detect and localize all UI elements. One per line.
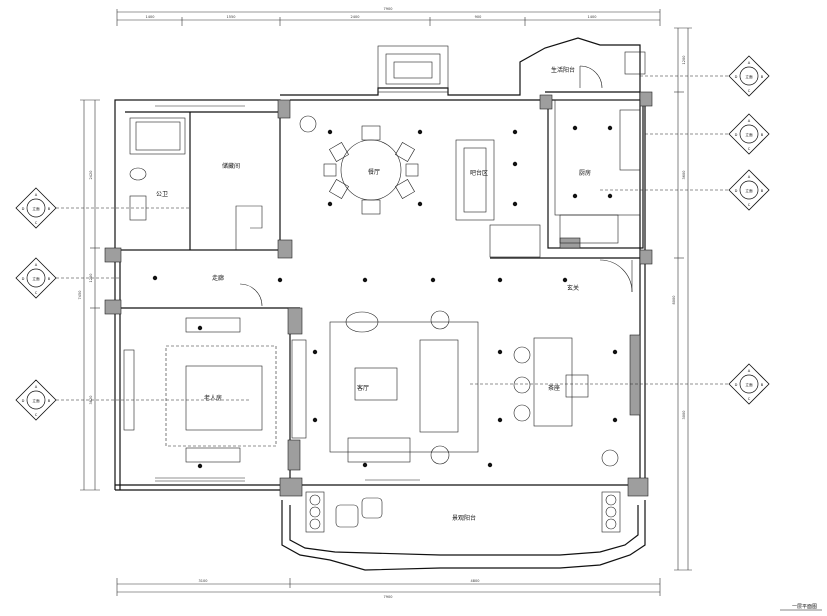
svg-text:C: C xyxy=(35,221,38,225)
index-leaders xyxy=(56,75,729,401)
svg-text:立面: 立面 xyxy=(32,398,40,403)
svg-text:C: C xyxy=(35,413,38,417)
index-tags: A D B C 立面 A D B C 立面 A D B C 立面 A xyxy=(15,55,770,421)
svg-text:C: C xyxy=(35,291,38,295)
index-tag: A D B C 立面 xyxy=(728,169,770,211)
dim-left-total: 7450 xyxy=(78,291,82,300)
index-tag: A D B C 立面 xyxy=(15,379,57,421)
svg-text:立面: 立面 xyxy=(32,276,40,281)
dim-right-total: 8000 xyxy=(672,296,676,305)
dim-top-3: 2400 xyxy=(351,15,360,19)
room-dining-label: 餐厅 xyxy=(368,168,380,176)
ceiling-lights xyxy=(152,125,618,469)
index-tag: A D B C 立面 xyxy=(15,257,57,299)
svg-text:C: C xyxy=(748,203,751,207)
svg-text:B: B xyxy=(761,383,764,387)
dim-top-5: 1400 xyxy=(588,15,597,19)
dim-top-total: 7900 xyxy=(384,7,393,11)
svg-text:D: D xyxy=(22,399,25,403)
svg-text:立面: 立面 xyxy=(745,382,753,387)
room-corridor-label: 走廊 xyxy=(212,274,224,282)
room-labels: 公卫 储藏间 餐厅 吧台区 厨房 生活阳台 走廊 玄关 老人房 客厅 茶座 景观… xyxy=(156,66,591,522)
dim-bottom-total: 7900 xyxy=(384,595,393,599)
svg-text:立面: 立面 xyxy=(32,206,40,211)
room-bathroom-label: 公卫 xyxy=(156,191,168,198)
dim-right-2: 3600 xyxy=(682,171,686,180)
svg-text:D: D xyxy=(735,75,738,79)
svg-text:C: C xyxy=(748,147,751,151)
room-storage-label: 储藏间 xyxy=(222,162,240,170)
room-kitchen-label: 厨房 xyxy=(579,169,591,177)
room-tea-label: 茶座 xyxy=(548,384,560,392)
svg-text:C: C xyxy=(748,89,751,93)
room-entrance-label: 玄关 xyxy=(567,284,579,292)
svg-text:A: A xyxy=(35,193,38,197)
svg-text:A: A xyxy=(35,385,38,389)
svg-text:D: D xyxy=(735,189,738,193)
dim-top-4: 900 xyxy=(475,15,482,19)
dim-bottom-2: 4800 xyxy=(471,579,480,583)
room-balcony-label: 景观阳台 xyxy=(452,514,476,522)
room-bar-label: 吧台区 xyxy=(470,169,488,177)
svg-text:B: B xyxy=(48,277,51,281)
dim-top-2: 1550 xyxy=(227,15,236,19)
dim-right-3: 3000 xyxy=(682,411,686,420)
dim-top-1: 1400 xyxy=(146,15,155,19)
index-tag: A D B C 立面 xyxy=(728,55,770,97)
room-utility-balcony-label: 生活阳台 xyxy=(551,66,575,74)
dim-right-1: 1200 xyxy=(682,56,686,65)
svg-text:A: A xyxy=(748,175,751,179)
svg-text:D: D xyxy=(735,383,738,387)
svg-text:立面: 立面 xyxy=(745,132,753,137)
svg-text:D: D xyxy=(735,133,738,137)
svg-text:B: B xyxy=(48,399,51,403)
svg-text:立面: 立面 xyxy=(745,74,753,79)
svg-text:A: A xyxy=(35,263,38,267)
svg-text:立面: 立面 xyxy=(745,188,753,193)
furniture xyxy=(123,45,646,533)
index-tag: A D B C 立面 xyxy=(728,113,770,155)
svg-text:A: A xyxy=(748,119,751,123)
svg-text:C: C xyxy=(748,397,751,401)
svg-text:B: B xyxy=(48,207,51,211)
svg-text:A: A xyxy=(748,369,751,373)
drawing-title: 一层平面图 xyxy=(792,604,817,610)
walls xyxy=(114,37,646,571)
svg-text:D: D xyxy=(22,277,25,281)
dim-left-1: 2420 xyxy=(89,171,93,180)
dim-bottom-1: 3100 xyxy=(199,579,208,583)
svg-text:B: B xyxy=(761,133,764,137)
index-tag: A D B C 立面 xyxy=(728,363,770,405)
svg-text:A: A xyxy=(748,61,751,65)
index-tag: A D B C 立面 xyxy=(15,187,57,229)
svg-text:B: B xyxy=(761,189,764,193)
svg-text:D: D xyxy=(22,207,25,211)
room-living-label: 客厅 xyxy=(357,384,369,392)
room-elderly-label: 老人房 xyxy=(204,394,222,402)
dimension-lines xyxy=(80,9,692,596)
columns xyxy=(104,91,653,497)
doors xyxy=(239,65,633,307)
svg-text:B: B xyxy=(761,75,764,79)
